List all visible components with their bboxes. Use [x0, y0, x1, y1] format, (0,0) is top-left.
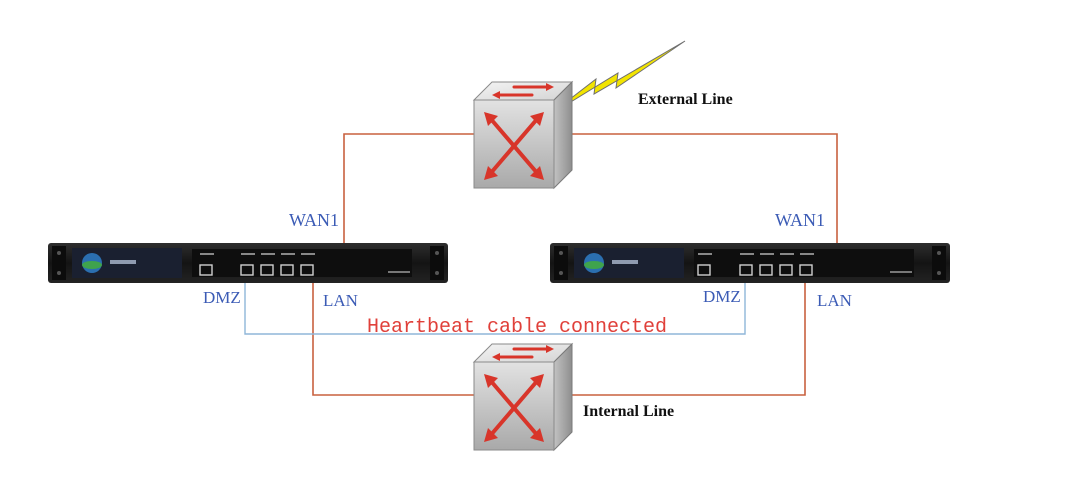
heartbeat-label: Heartbeat cable connected	[367, 316, 667, 339]
rack-appliance-icon	[48, 243, 448, 283]
heartbeat-cable	[244, 282, 746, 335]
internal-links	[312, 282, 806, 396]
dmz-label-right: DMZ	[703, 287, 741, 306]
lan-link-right	[572, 282, 806, 396]
wan-link-left	[343, 133, 475, 243]
external-links	[343, 133, 838, 243]
router-switch-icon	[472, 342, 574, 452]
lan-link-left	[312, 282, 475, 396]
router-switch-icon	[472, 80, 574, 190]
lightning-bolt-icon	[547, 40, 686, 117]
internal-line-label: Internal Line	[583, 403, 674, 420]
external-line-label: External Line	[638, 91, 733, 108]
wan-link-right	[572, 133, 838, 243]
dmz-label-left: DMZ	[203, 288, 241, 307]
rack-appliance-icon	[550, 243, 950, 283]
wan-label-right: WAN1	[775, 210, 825, 230]
lan-label-left: LAN	[323, 291, 358, 310]
wan-label-left: WAN1	[289, 210, 339, 230]
lan-label-right: LAN	[817, 291, 852, 310]
